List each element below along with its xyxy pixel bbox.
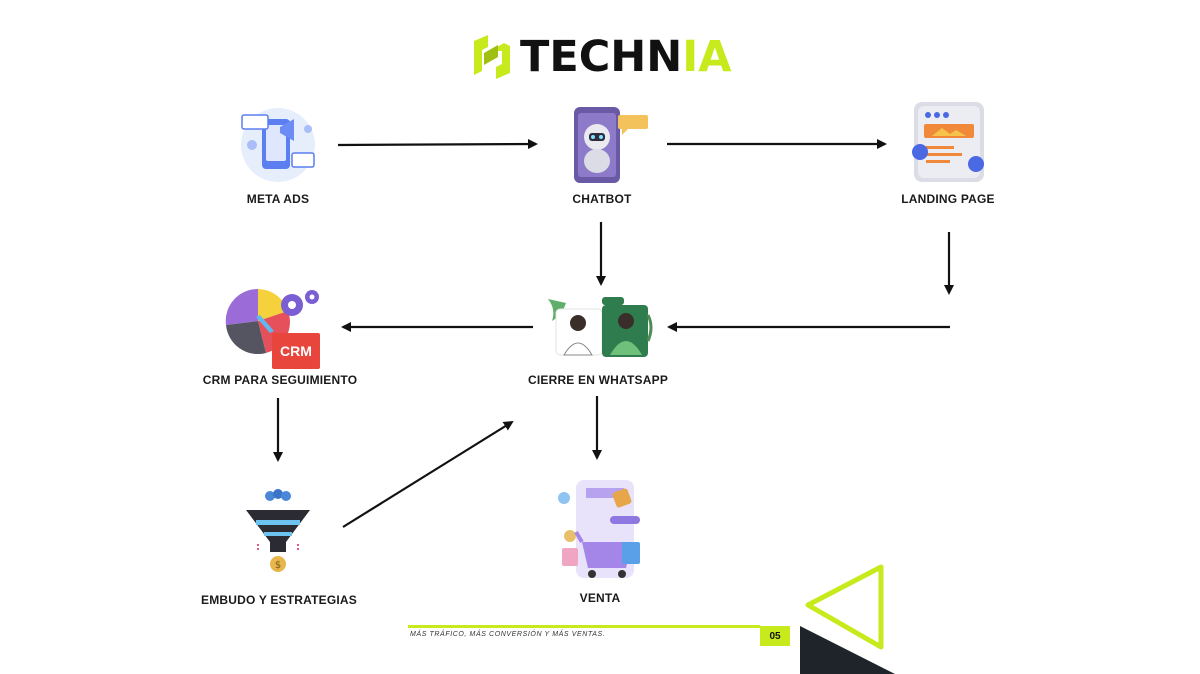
- crm-chart-icon: [225, 288, 320, 369]
- funnel-icon: $: [246, 489, 310, 572]
- web-page-icon: [912, 102, 984, 182]
- node-label-chatbot: CHATBOT: [572, 192, 632, 206]
- brand-name-main: TECHN: [520, 31, 683, 82]
- node-label-venta: VENTA: [579, 591, 621, 605]
- node-label-crm: CRM PARA SEGUIMIENTO: [202, 373, 358, 387]
- arrow-meta-to-chatbot: [337, 139, 538, 150]
- node-label-embudo: EMBUDO Y ESTRATEGIAS: [200, 593, 358, 607]
- footer-divider: [408, 625, 760, 628]
- brand-name: TECHNIA: [520, 35, 732, 79]
- shopping-cart-icon: [558, 480, 640, 578]
- brand-name-accent: IA: [682, 31, 732, 82]
- node-label-meta-ads: META ADS: [246, 192, 310, 206]
- social-ads-icon: [241, 108, 315, 182]
- node-label-whatsapp: CIERRE EN WHATSAPP: [527, 373, 669, 387]
- brand-logo: TECHNIA: [470, 32, 732, 82]
- node-label-landing-page: LANDING PAGE: [901, 192, 995, 206]
- svg-text:$: $: [275, 560, 281, 571]
- crm-badge-text: CRM: [280, 343, 312, 359]
- robot-phone-icon: [574, 107, 648, 183]
- page-number: 05: [760, 626, 790, 646]
- chat-conversation-icon: [548, 297, 653, 357]
- arrow-embudo-to-whatsapp: [342, 420, 514, 528]
- technia-logo-icon: [474, 35, 510, 79]
- decorative-corner-shape: [800, 564, 895, 674]
- footer-tagline: MÁS TRÁFICO, MÁS CONVERSIÓN Y MÁS VENTAS…: [410, 631, 606, 638]
